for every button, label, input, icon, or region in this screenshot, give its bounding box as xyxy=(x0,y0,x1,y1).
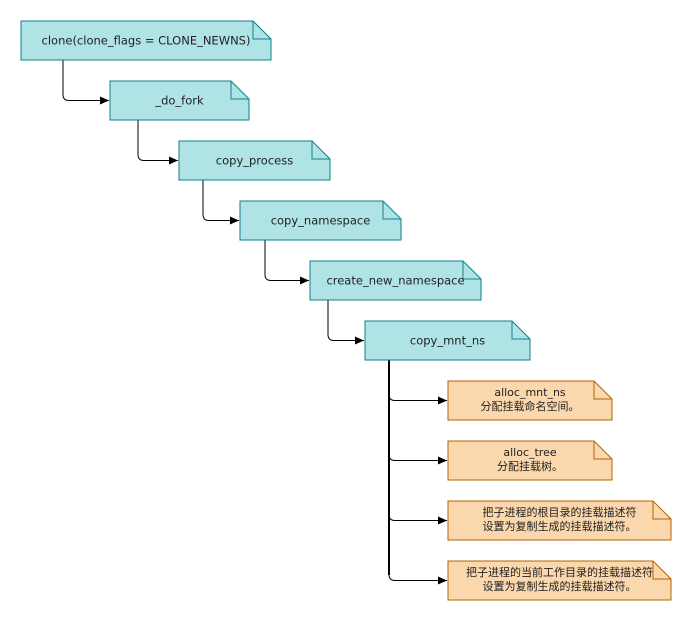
step-note-set-cwd-mount-line-1: 把子进程的当前工作目录的挂载描述符 xyxy=(466,565,653,579)
edge-copy-mnt-ns-to-alloc-mnt-ns xyxy=(388,394,447,405)
call-node-clone-shape xyxy=(20,20,272,61)
edge-copy-namespace-to-create-new-namespace xyxy=(264,240,309,285)
call-node-clone-fold xyxy=(252,21,271,40)
step-note-alloc-tree-fold xyxy=(593,441,612,460)
call-node-copy-mnt-ns-fold xyxy=(511,321,530,340)
edge-copy-process-to-copy-namespace xyxy=(202,180,239,225)
call-node-do-fork: _do_fork xyxy=(109,80,250,121)
step-note-alloc-mnt-ns-fold xyxy=(593,381,612,400)
step-note-set-root-mount-line-1: 把子进程的根目录的挂载描述符 xyxy=(483,505,637,519)
call-node-copy-mnt-ns-label: copy_mnt_ns xyxy=(410,334,485,348)
step-note-alloc-mnt-ns-line-2: 分配挂载命名空间。 xyxy=(481,399,580,413)
edge-copy-mnt-ns-to-set-root-mount xyxy=(388,514,447,525)
call-node-copy-namespace-label: copy_namespace xyxy=(271,214,371,228)
edge-clone-to-do-fork xyxy=(62,60,109,105)
step-note-alloc-tree-shape xyxy=(447,440,613,481)
call-node-do-fork-fold xyxy=(230,81,249,100)
edge-create-new-namespace-to-copy-mnt-ns xyxy=(327,300,364,345)
step-note-alloc-tree-line-1: alloc_tree xyxy=(503,446,556,459)
call-node-copy-namespace-shape xyxy=(239,200,402,241)
edges-layer xyxy=(62,60,447,585)
call-node-copy-process-shape xyxy=(178,140,331,181)
call-node-create-new-namespace-fold xyxy=(462,261,481,280)
call-node-do-fork-label: _do_fork xyxy=(154,94,204,108)
step-note-set-root-mount-shape xyxy=(447,500,672,541)
call-node-copy-mnt-ns: copy_mnt_ns xyxy=(364,320,531,361)
step-note-set-cwd-mount-shape xyxy=(447,560,672,601)
call-node-copy-mnt-ns-shape xyxy=(364,320,531,361)
call-node-copy-namespace-fold xyxy=(382,201,401,220)
call-node-clone-label: clone(clone_flags = CLONE_NEWNS) xyxy=(42,34,251,48)
step-note-set-root-mount-line-2: 设置为复制生成的挂载描述符。 xyxy=(483,519,637,533)
call-node-copy-namespace: copy_namespace xyxy=(239,200,402,241)
step-note-alloc-mnt-ns-shape xyxy=(447,380,613,421)
step-note-set-cwd-mount-fold xyxy=(652,561,671,580)
step-note-set-root-mount-fold xyxy=(652,501,671,520)
call-node-create-new-namespace-shape xyxy=(309,260,482,301)
nodes-layer: clone(clone_flags = CLONE_NEWNS) _do_fork… xyxy=(20,20,672,601)
edge-copy-mnt-ns-to-alloc-tree xyxy=(388,454,447,465)
call-node-clone: clone(clone_flags = CLONE_NEWNS) xyxy=(20,20,272,61)
step-note-set-cwd-mount-line-2: 设置为复制生成的挂载描述符。 xyxy=(483,579,637,593)
call-node-create-new-namespace-label: create_new_namespace xyxy=(326,274,464,288)
step-note-alloc-tree-line-2: 分配挂载树。 xyxy=(497,459,563,473)
call-node-create-new-namespace: create_new_namespace xyxy=(309,260,482,301)
call-node-do-fork-shape xyxy=(109,80,250,121)
edge-do-fork-to-copy-process xyxy=(137,120,178,165)
call-node-copy-process: copy_process xyxy=(178,140,331,181)
call-node-copy-process-fold xyxy=(311,141,330,160)
step-note-alloc-mnt-ns-line-1: alloc_mnt_ns xyxy=(494,386,566,399)
call-node-copy-process-label: copy_process xyxy=(216,154,293,168)
edge-copy-mnt-ns-to-set-cwd-mount xyxy=(388,574,447,585)
